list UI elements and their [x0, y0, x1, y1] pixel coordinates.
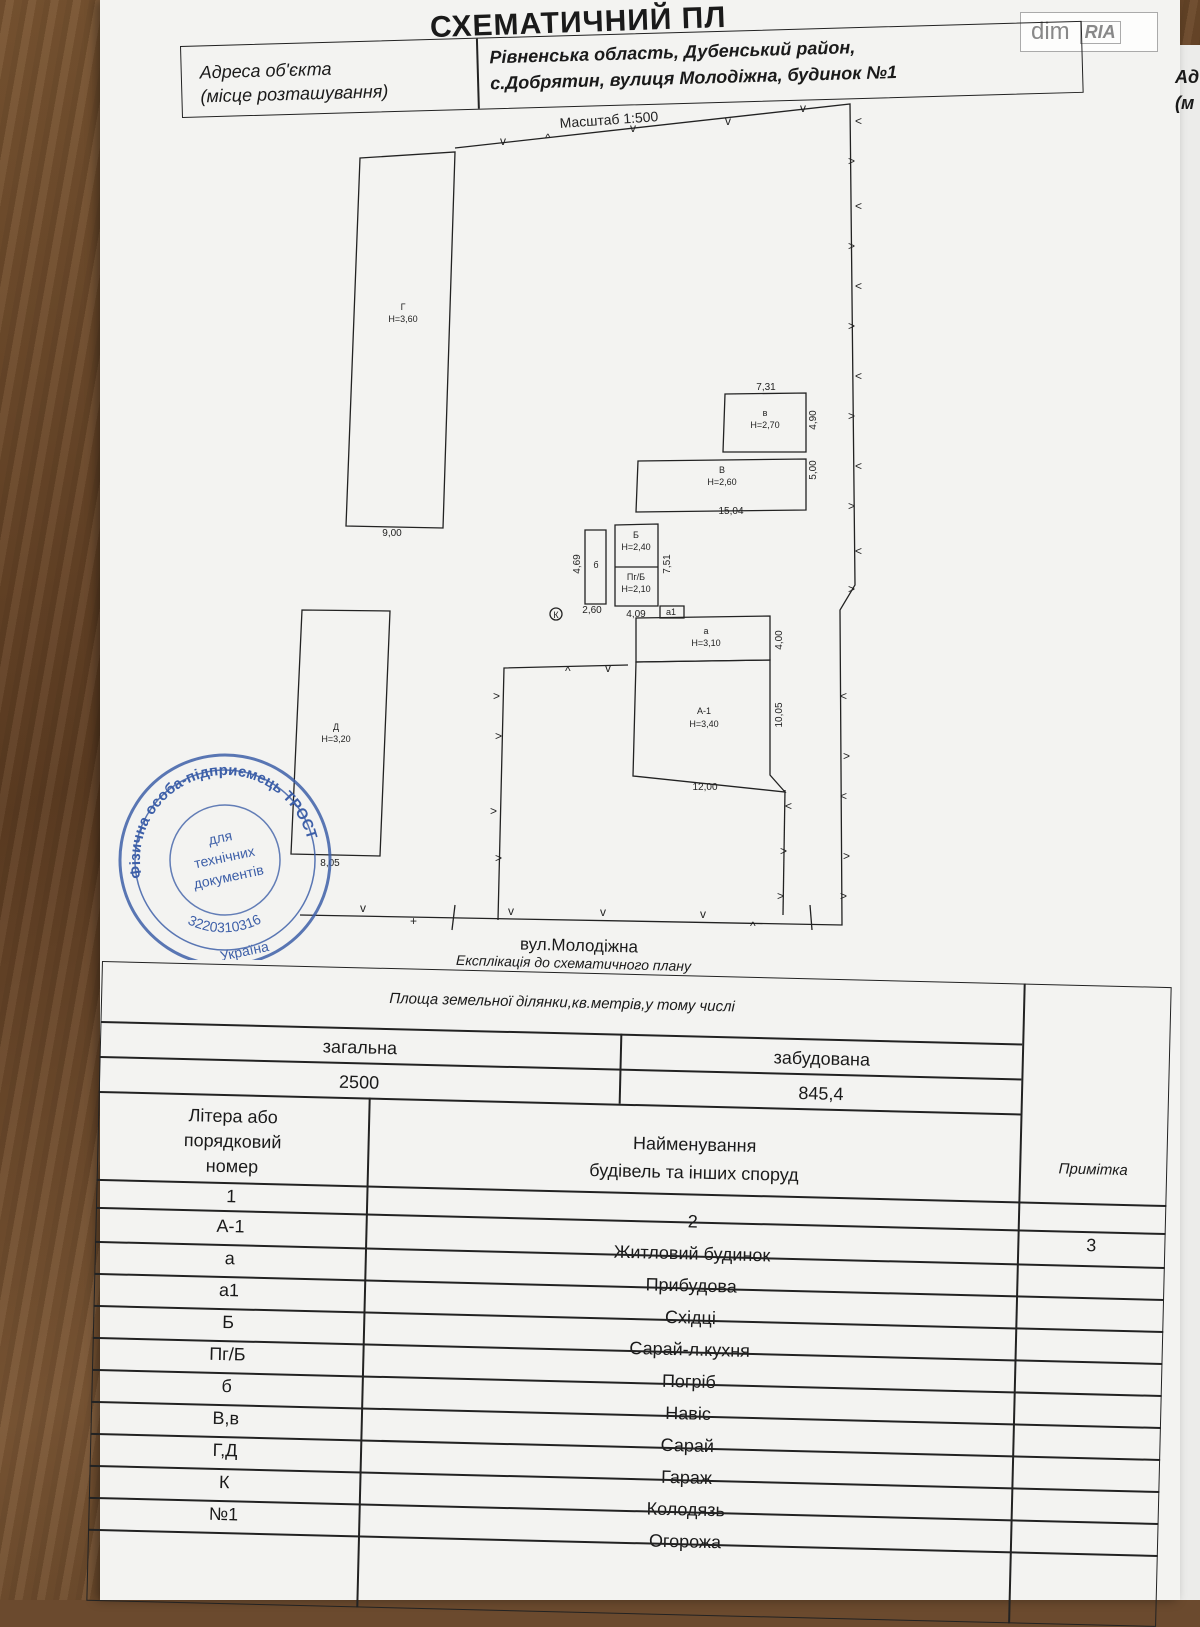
label-D-height: H=3,20: [321, 734, 350, 744]
side-text-line1: Ад: [1175, 67, 1200, 87]
fence-tick: v: [725, 114, 731, 128]
label-a-height: H=3,10: [691, 638, 720, 648]
fence-tick: v: [600, 905, 606, 919]
building-A1-house: [632, 659, 787, 793]
fence-tick: <: [855, 199, 862, 213]
fence-tick: >: [493, 689, 500, 703]
fence-tick: <: [855, 544, 862, 558]
building-G: [345, 151, 456, 529]
building-a1-stairs: [659, 605, 685, 619]
side-text-line2: (м: [1175, 93, 1195, 113]
label-G-height: H=3,60: [388, 314, 417, 324]
fence-tick: v: [508, 904, 514, 918]
notary-stamp: Фізична особа-підприємець ТРОСТЯНЧУК АНД…: [0, 0, 332, 960]
fence-tick: <: [840, 689, 847, 703]
logo-text: dim: [1031, 18, 1070, 45]
fence-tick: v: [360, 901, 366, 915]
fence-tick: >: [495, 851, 502, 865]
inner-fence-right: [782, 789, 786, 916]
fence-tick: v: [500, 134, 506, 148]
site-plan: v ^ v v v < > < > < > < > < > < > < > < …: [0, 0, 862, 960]
building-B: [614, 523, 659, 607]
fence-tick: v: [630, 121, 636, 135]
fence-tick: <: [855, 279, 862, 293]
dim-b-depth: 4,69: [572, 554, 583, 574]
dim-v-depth: 4,90: [808, 410, 819, 430]
col-letter-header: Літера або порядковий номер: [97, 1101, 369, 1183]
well-circle: [549, 607, 563, 621]
fence-tick: <: [855, 459, 862, 473]
fence-tick: <: [840, 789, 847, 803]
label-PgB-height: H=2,10: [621, 584, 650, 594]
dim-A1-width: 12,00: [692, 782, 717, 793]
building-v-small: [722, 392, 807, 453]
label-b-letter: б: [593, 560, 598, 570]
fence-tick: >: [848, 499, 855, 513]
label-V-height: H=2,60: [707, 477, 736, 487]
next-sheet-text: Ад (м: [1175, 64, 1199, 116]
fence-tick: >: [490, 804, 497, 818]
building-V: [635, 458, 807, 513]
label-a-letter: а: [703, 626, 708, 636]
label-PgB-letter: Пг/Б: [627, 572, 645, 582]
fence-tick: ^: [545, 131, 551, 145]
explication-table: Площа земельної ділянки,кв.метрів,у тому…: [46, 960, 1172, 1627]
fence-tick: >: [777, 889, 784, 903]
col-note-header: Примітка: [1058, 1160, 1128, 1180]
plot-boundary: [299, 103, 856, 926]
well-marker: К: [553, 610, 559, 620]
dim-B-width: 4,09: [626, 609, 646, 620]
label-A1-letter: А-1: [697, 706, 711, 716]
fence-tick: >: [495, 729, 502, 743]
fence-tick: v: [700, 907, 706, 921]
fence-tick: >: [780, 844, 787, 858]
scale-label: Масштаб 1:500: [559, 108, 659, 131]
fence-tick: <: [855, 114, 862, 128]
fence-tick: >: [843, 849, 850, 863]
dim-B-depth: 7,51: [662, 554, 673, 574]
dim-A1-depth: 10,05: [774, 702, 785, 727]
logo-badge: RIA: [1079, 20, 1121, 44]
label-v-letter: в: [763, 408, 768, 418]
fence-tick: v: [605, 661, 611, 675]
fence-tick: >: [843, 749, 850, 763]
building-b-cellar: [584, 529, 607, 605]
dim-G-width: 9,00: [382, 528, 402, 539]
dim-V-depth: 5,00: [808, 460, 819, 480]
label-B-height: H=2,40: [621, 542, 650, 552]
fence-tick: ^: [750, 919, 756, 933]
dim-V-width: 15,04: [718, 506, 743, 517]
stamp-code-text: 3220310316: [183, 898, 264, 945]
fence-tick: >: [848, 154, 855, 168]
document-sheet: [100, 0, 1180, 1600]
inner-fence-left: [497, 664, 629, 921]
label-A1-height: H=3,40: [689, 719, 718, 729]
label-a1-letter: а1: [666, 607, 676, 617]
label-D-letter: Д: [333, 722, 339, 732]
label-B-letter: Б: [633, 530, 639, 540]
dim-b-width: 2,60: [582, 605, 602, 616]
fence-tick: >: [848, 239, 855, 253]
fence-tick: >: [848, 409, 855, 423]
fence-tick: >: [840, 889, 847, 903]
gate-mark-left: [451, 904, 456, 931]
dim-a-depth: 4,00: [774, 630, 785, 650]
col-number-3: 3: [1086, 1235, 1097, 1256]
label-v-height: H=2,70: [750, 420, 779, 430]
stamp-center-line1: для: [207, 827, 234, 848]
stamp-ring-text: Фізична особа-підприємець ТРОСТЯНЧУК АНД…: [0, 0, 321, 908]
fence-tick: +: [410, 914, 417, 928]
dim-v-width: 7,31: [756, 382, 776, 393]
building-D: [290, 609, 391, 857]
gate-mark-right: [809, 904, 813, 931]
fence-tick: >: [848, 582, 855, 596]
fence-tick: >: [848, 319, 855, 333]
fence-tick: ^: [565, 664, 571, 678]
dimria-watermark-logo: dim RIA: [1020, 12, 1158, 52]
fence-tick: v: [800, 101, 806, 115]
fence-tick: <: [855, 369, 862, 383]
fence-tick: <: [785, 799, 792, 813]
label-G-letter: Г: [401, 302, 406, 312]
label-V-letter: В: [719, 465, 725, 475]
